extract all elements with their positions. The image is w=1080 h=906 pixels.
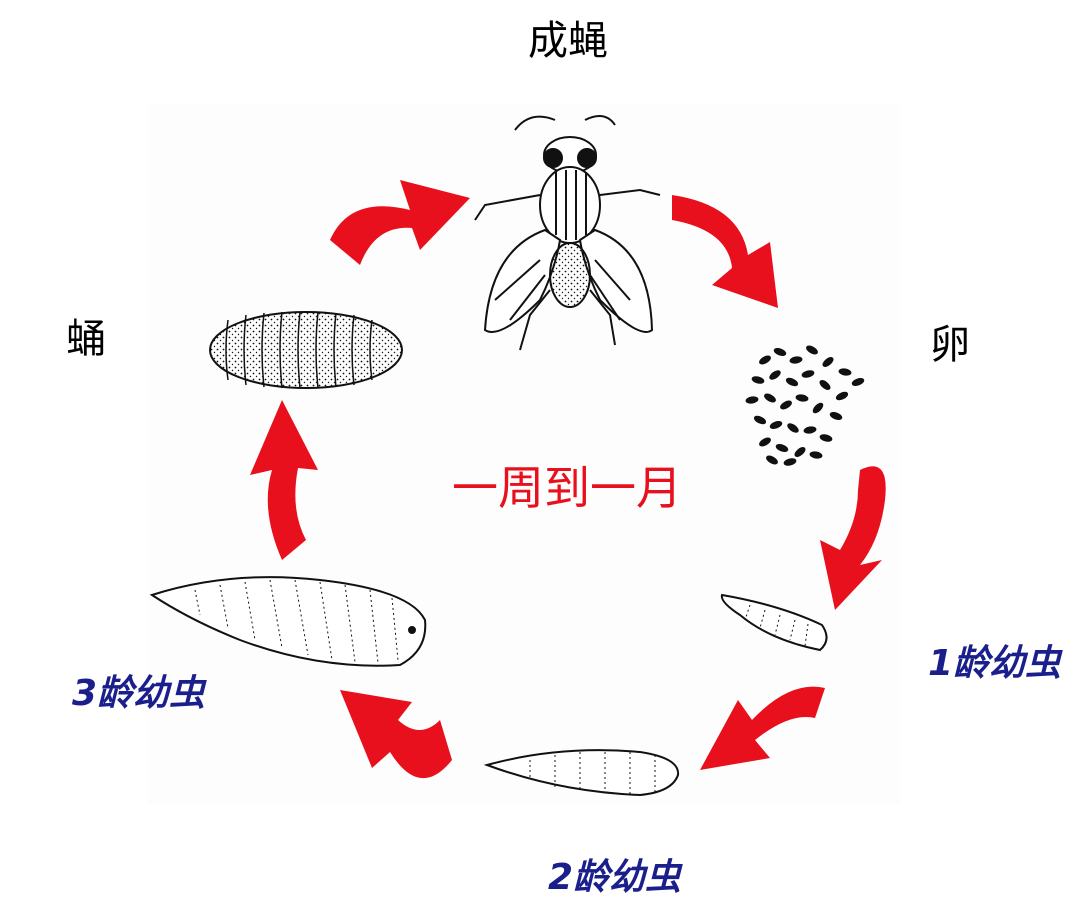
label-egg: 卵 [930,322,970,368]
arrow-egg-to-larva1 [820,466,886,610]
label-larva1: 1龄幼虫 [928,643,1062,684]
larva2-icon [483,749,680,797]
center-duration-text: 一周到一月 [452,461,682,515]
arrow-larva2-to-larva3 [340,690,452,779]
arrow-pupa-to-adult [330,180,470,265]
larva3-icon [149,576,427,667]
label-larva3: 3龄幼虫 [72,673,206,714]
arrow-larva3-to-pupa [250,400,318,560]
pupa-icon [209,311,403,389]
fly-icon [474,115,661,351]
label-larva2: 2龄幼虫 [548,857,682,898]
arrow-adult-to-egg [672,195,778,308]
eggs-icon [745,345,865,466]
larva1-icon [720,593,828,652]
label-adult: 成蝇 [528,18,608,64]
label-pupa: 蛹 [66,316,106,362]
cycle-arrows [250,180,886,779]
arrow-larva1-to-larva2 [700,686,825,770]
